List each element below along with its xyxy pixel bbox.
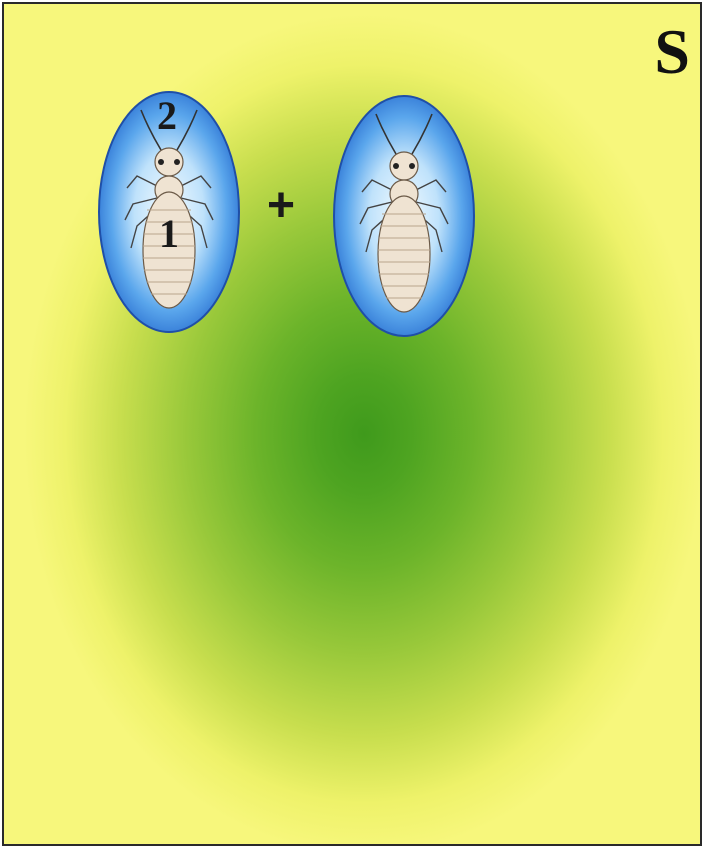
panel-letter: S (654, 20, 690, 84)
right-insect-oval (332, 94, 476, 338)
marker-one: 1 (159, 214, 179, 254)
termite-insect-icon (332, 94, 476, 338)
marker-two: 2 (157, 96, 177, 136)
plus-sign: + (267, 182, 295, 230)
